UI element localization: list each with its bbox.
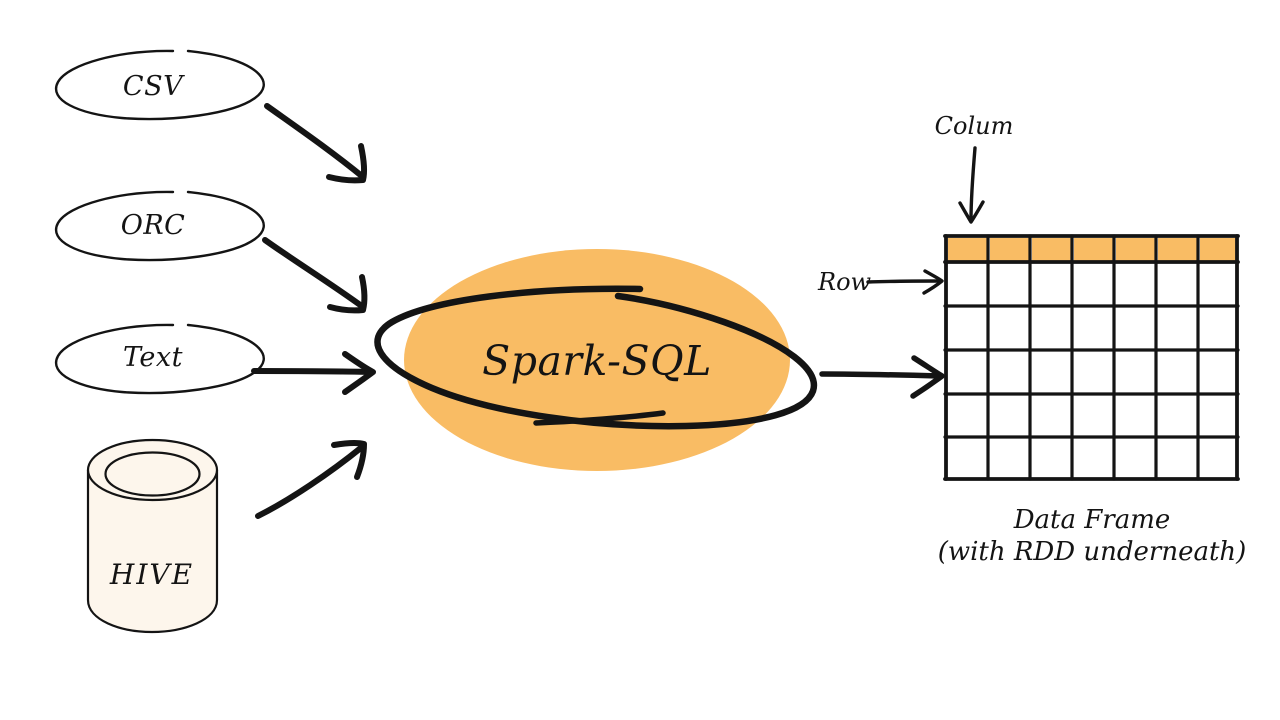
- dataframe-table[interactable]: [943, 234, 1240, 481]
- text-ellipse-outline: [54, 323, 265, 395]
- arrow-row-pointer: [866, 269, 944, 295]
- arrow-hive-shaft: [255, 444, 365, 519]
- table-header-row: [948, 238, 1236, 261]
- arrow-column-shaft: [969, 146, 977, 222]
- arrow-orc-head: [327, 274, 368, 314]
- spark-sql-highlight-ellipse: [404, 249, 790, 471]
- arrow-engine-head: [910, 355, 945, 399]
- table-vertical-grid: [944, 234, 1239, 481]
- hive-label: HIVE: [109, 558, 194, 591]
- table-header-cell: [1116, 238, 1155, 261]
- arrow-row-head: [922, 269, 944, 295]
- csv-label: CSV: [123, 71, 185, 102]
- row-label: Row: [817, 268, 872, 296]
- orc-ellipse-outline: [54, 190, 265, 262]
- table-horizontal-grid: [943, 234, 1240, 481]
- arrow-engine-shaft: [819, 371, 943, 379]
- annotation-row: Row: [817, 268, 872, 296]
- annotation-column: Colum: [935, 112, 1014, 140]
- csv-ellipse-outline: [54, 49, 265, 121]
- arrow-csv-head: [326, 143, 368, 184]
- arrow-hive-to-engine: [255, 439, 367, 519]
- caption-line-1: Data Frame: [1013, 505, 1171, 535]
- hive-cylinder-inner-rim: [104, 451, 201, 497]
- dataframe-caption: Data Frame (with RDD underneath): [938, 505, 1247, 567]
- engine-node-spark-sql[interactable]: Spark-SQL: [374, 249, 818, 471]
- column-label: Colum: [935, 112, 1014, 140]
- table-header-cell: [1032, 238, 1071, 261]
- arrow-text-head: [342, 351, 376, 395]
- source-node-csv[interactable]: CSV: [54, 49, 265, 121]
- table-header-cell: [1200, 238, 1236, 261]
- text-label: Text: [123, 342, 183, 373]
- source-node-orc[interactable]: ORC: [54, 190, 265, 262]
- arrow-csv-shaft: [264, 103, 366, 180]
- source-node-text[interactable]: Text: [54, 323, 265, 395]
- arrow-engine-to-table: [819, 355, 945, 399]
- table-header-cell: [990, 238, 1029, 261]
- spark-sql-underline-flourish: [533, 410, 666, 426]
- hive-cylinder-body: [86, 468, 219, 634]
- arrow-orc-shaft: [262, 237, 366, 310]
- orc-label: ORC: [121, 210, 186, 241]
- spark-sql-label: Spark-SQL: [482, 337, 712, 385]
- arrow-column-pointer: [958, 146, 985, 224]
- arrow-hive-head: [331, 439, 367, 480]
- arrow-row-shaft: [866, 279, 942, 284]
- arrow-text-shaft: [251, 368, 374, 375]
- table-header-cell: [1074, 238, 1113, 261]
- arrow-csv-to-engine: [264, 103, 368, 184]
- arrow-text-to-engine: [251, 351, 376, 395]
- arrow-orc-to-engine: [262, 237, 368, 314]
- table-header-cell: [1158, 238, 1197, 261]
- source-node-hive[interactable]: HIVE: [86, 438, 219, 634]
- spark-sql-circle-outline: [374, 285, 818, 430]
- arrow-column-head: [958, 200, 985, 224]
- caption-line-2: (with RDD underneath): [938, 537, 1247, 567]
- table-header-cell: [948, 238, 987, 261]
